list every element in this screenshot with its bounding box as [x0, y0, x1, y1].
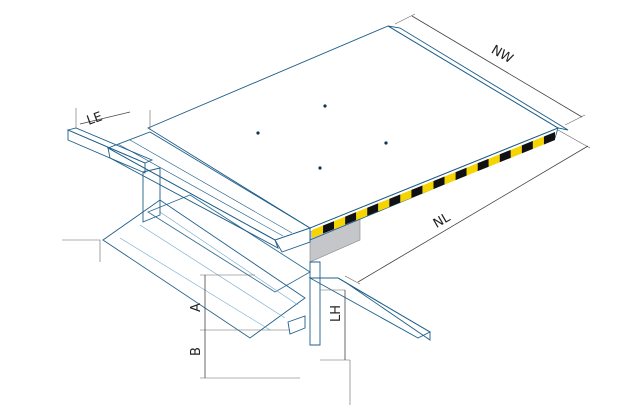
label-a: A [189, 303, 204, 312]
hazard-stripe-segment [411, 185, 423, 198]
label-b: B [189, 347, 204, 356]
lip-ridge-2 [139, 224, 286, 319]
lip-ridge-3 [159, 211, 299, 306]
hazard-stripe-segment [367, 203, 379, 216]
lip-lower-face [102, 199, 306, 339]
extended-lip [102, 194, 311, 339]
nw-ext-2 [564, 114, 586, 126]
hazard-stripe-segment [378, 198, 390, 212]
le-dimension-line [79, 111, 131, 125]
rail-front-side [337, 277, 431, 341]
nw-dimension-line [411, 15, 583, 118]
hazard-stripe-segment [323, 221, 335, 234]
hazard-stripe-segment [334, 216, 346, 230]
deck-bolt-4 [318, 166, 322, 170]
rail-side-face [67, 129, 146, 174]
pit-floor-reference [62, 239, 101, 262]
deck-rear-edge [387, 25, 569, 131]
hazard-stripe-segment [521, 140, 533, 154]
hazard-stripe-segment [488, 154, 500, 167]
hinge-plate-side [107, 147, 279, 249]
hazard-stripe-segment [356, 207, 368, 221]
hazard-stripe-segment [422, 181, 434, 194]
lip-ridge-1 [119, 237, 271, 331]
hazard-stripe-segment [312, 225, 324, 238]
hazard-stripe-segment [345, 212, 357, 225]
label-le: LE [85, 109, 105, 128]
lip-hinge [287, 315, 306, 335]
nl-ext-2 [344, 275, 361, 285]
rail-vertical-post [309, 261, 321, 346]
hazard-stripe-segment [444, 172, 456, 185]
nl-ext-1 [557, 129, 591, 149]
hazard-stripe-segment [389, 194, 401, 207]
rail-front-top [308, 277, 431, 339]
front-hinge-plate [106, 131, 312, 253]
hinge-bar [274, 227, 311, 253]
hazard-stripe-segment [433, 176, 445, 189]
hazard-stripe-segment [510, 145, 522, 158]
lip-upper-face [147, 194, 311, 293]
hazard-stripe-segment [466, 163, 478, 176]
hazard-stripe-segment [455, 167, 467, 181]
hazard-stripe-segment [532, 136, 544, 149]
hazard-stripe-segment [499, 149, 511, 163]
rear-left-rail [66, 127, 154, 174]
hinge-plate-top [106, 131, 312, 241]
front-right-rail [308, 261, 431, 346]
support-column [142, 167, 161, 223]
nw-ext-1 [394, 13, 416, 25]
hinge-plate-seam-2 [129, 139, 293, 234]
hazard-stripe [312, 132, 555, 238]
deck-bolt-3 [384, 141, 388, 145]
hazard-stripe-segment [400, 189, 412, 203]
deck-bolt-2 [256, 131, 260, 135]
hinge-plate-seam-1 [117, 143, 284, 237]
label-lh: LH [329, 305, 344, 322]
hazard-stripe-segment [477, 158, 489, 172]
hazard-stripe-segment [543, 132, 555, 145]
deck-bolt-1 [323, 104, 327, 108]
nl-dimension-line [357, 145, 589, 283]
label-nl: NL [431, 210, 454, 232]
